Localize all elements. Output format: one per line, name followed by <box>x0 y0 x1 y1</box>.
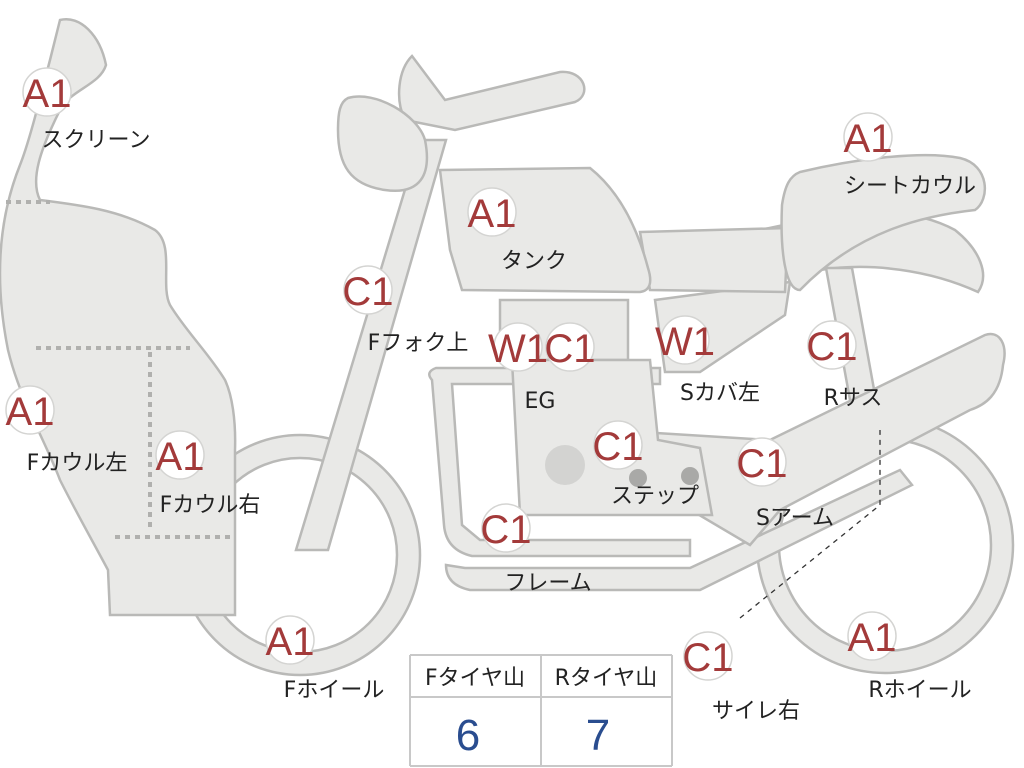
front-tire-value: 6 <box>456 711 480 760</box>
damage-code: C1 <box>342 270 393 314</box>
part-label: フレーム <box>504 571 591 596</box>
part-label: Fカウル左 <box>27 451 128 476</box>
part-label: Sアーム <box>756 506 834 531</box>
lower-frame-shape <box>444 468 914 592</box>
part-marker-front-wheel[interactable]: A1 Fホイール <box>265 615 385 703</box>
part-label: Rホイール <box>868 678 971 703</box>
rear-tire-header: Rタイヤ山 <box>555 666 658 691</box>
seat-rail-shape <box>638 226 790 294</box>
part-label: Rサス <box>824 386 883 411</box>
part-label: Fフォク上 <box>368 331 469 356</box>
part-label: サイレ右 <box>712 699 800 724</box>
damage-code: A1 <box>848 616 897 660</box>
damage-code: A1 <box>23 72 72 116</box>
part-label: EG <box>525 389 556 414</box>
rear-tire-value: 7 <box>586 711 610 760</box>
damage-code: A1 <box>6 390 55 434</box>
part-label: シートカウル <box>844 174 976 199</box>
part-marker-engine-c[interactable]: C1 <box>544 322 596 372</box>
cowl-seam-lines <box>6 200 232 539</box>
step-shape <box>629 467 699 487</box>
frame-shape <box>428 366 692 558</box>
front-fork-shape <box>294 138 448 552</box>
damage-code: C1 <box>806 325 857 369</box>
part-label: スクリーン <box>42 128 151 153</box>
part-label: Sカバ左 <box>680 381 760 406</box>
damage-code: A1 <box>156 435 205 479</box>
damage-code: A1 <box>468 192 517 236</box>
part-label: Fカウル右 <box>160 493 261 518</box>
part-marker-swing-arm[interactable]: C1 Sアーム <box>736 437 834 531</box>
part-label: Fホイール <box>284 678 385 703</box>
damage-code: C1 <box>544 327 595 371</box>
headlamp-shape <box>336 95 429 193</box>
part-label: ステップ <box>611 484 699 509</box>
part-label: タンク <box>501 249 567 274</box>
damage-code: A1 <box>844 117 893 161</box>
part-marker-fcowl-left[interactable]: A1 Fカウル左 <box>5 385 128 476</box>
part-marker-step[interactable]: C1 ステップ <box>592 420 699 509</box>
part-marker-rear-wheel[interactable]: A1 Rホイール <box>847 611 972 703</box>
part-marker-side-cover-left[interactable]: W1 Sカバ左 <box>655 315 760 406</box>
front-wheel-shape <box>178 433 422 677</box>
front-tire-header: Fタイヤ山 <box>425 666 525 691</box>
damage-code: C1 <box>592 425 643 469</box>
seat-cowl-shape <box>780 153 987 292</box>
damage-code: C1 <box>480 508 531 552</box>
tire-tread-table: Fタイヤ山 Rタイヤ山 6 7 <box>409 654 673 767</box>
handlebar-shape <box>397 54 586 132</box>
part-marker-rear-sus[interactable]: C1 Rサス <box>806 320 883 411</box>
damage-code: W1 <box>655 320 715 364</box>
damage-code: W1 <box>488 327 548 371</box>
part-marker-frame[interactable]: C1 フレーム <box>480 503 592 596</box>
swing-arm-shape <box>638 332 1006 547</box>
part-marker-ffork-upper[interactable]: C1 Fフォク上 <box>342 265 469 356</box>
damage-code: A1 <box>266 620 315 664</box>
part-marker-engine-w[interactable]: W1 EG <box>488 322 556 414</box>
part-marker-seat-cowl[interactable]: A1 シートカウル <box>843 112 976 199</box>
part-marker-screen[interactable]: A1 スクリーン <box>22 67 151 153</box>
damage-code: C1 <box>682 636 733 680</box>
part-marker-fcowl-right[interactable]: A1 Fカウル右 <box>155 430 261 518</box>
part-marker-muffler-right[interactable]: C1 サイレ右 <box>682 631 800 724</box>
part-marker-tank[interactable]: A1 タンク <box>467 187 567 274</box>
damage-code: C1 <box>736 442 787 486</box>
